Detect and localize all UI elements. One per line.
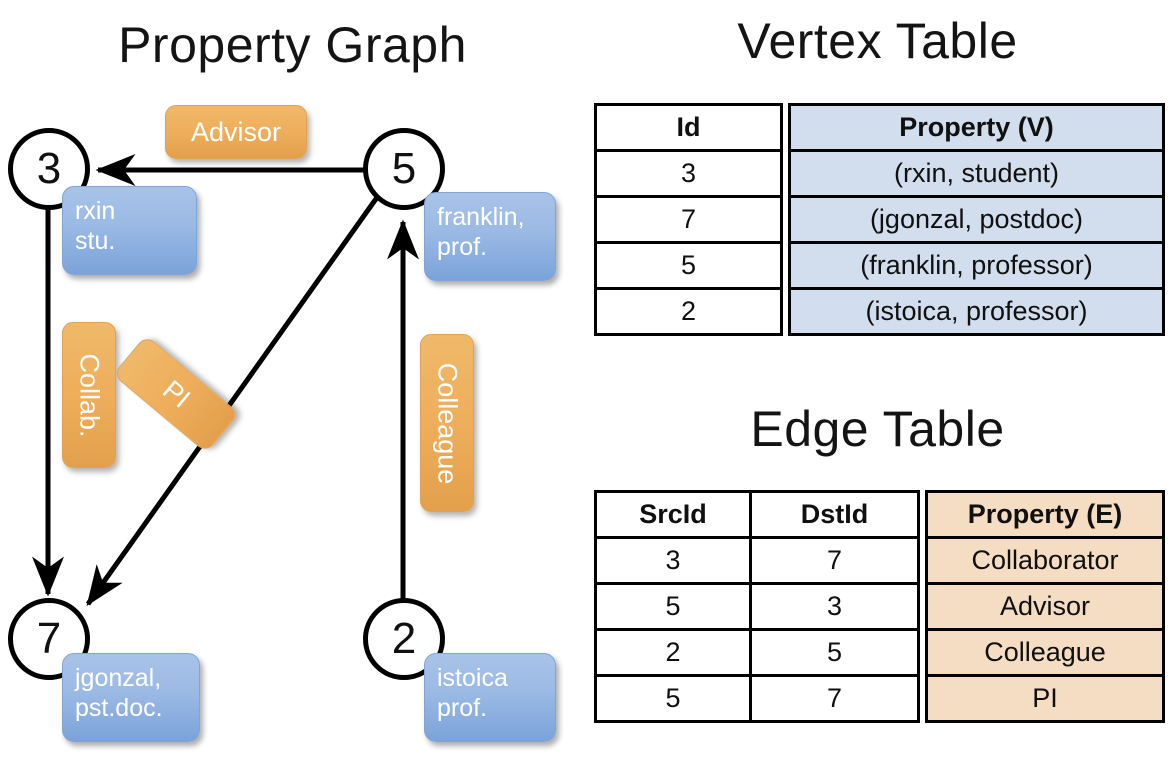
vertex-header-id: Id bbox=[594, 103, 783, 152]
vertex-property-box-3: rxin stu. bbox=[62, 186, 197, 275]
edge-label-pi-text: PI bbox=[156, 373, 196, 414]
edge-table-column-gap bbox=[919, 538, 927, 584]
vertex-table-column-gap bbox=[782, 243, 790, 289]
vertex-property-2-line1: istoica bbox=[437, 664, 508, 692]
edge-cell-dst: 5 bbox=[749, 628, 920, 677]
graph-node-5-label: 5 bbox=[391, 144, 417, 193]
vertex-property-box-7: jgonzal, pst.doc. bbox=[62, 653, 200, 742]
graph-node-2[interactable]: 2 bbox=[363, 598, 445, 680]
edge-cell-src: 2 bbox=[594, 628, 752, 677]
vertex-table-column-gap bbox=[782, 105, 790, 151]
vertex-table: Id Property (V) 3 (rxin, student) 7 (jgo… bbox=[594, 103, 1165, 336]
edge-cell-src: 5 bbox=[594, 674, 752, 723]
edge-cell-src: 5 bbox=[594, 582, 752, 631]
edge-table: SrcId DstId Property (E) 3 7 Collaborato… bbox=[594, 490, 1165, 723]
edge-header-dstid: DstId bbox=[749, 490, 920, 539]
edge-cell-dst: 7 bbox=[749, 536, 920, 585]
table-row: 5 (franklin, professor) bbox=[594, 241, 1165, 290]
vertex-cell-property: (franklin, professor) bbox=[788, 241, 1165, 290]
page-title-edge-table: Edge Table bbox=[750, 401, 1005, 457]
vertex-cell-id: 2 bbox=[594, 287, 783, 336]
vertex-table-column-gap bbox=[782, 197, 790, 243]
graph-node-2-label: 2 bbox=[391, 614, 417, 663]
vertex-table-column-gap bbox=[782, 289, 790, 335]
graph-node-3-label: 3 bbox=[36, 144, 62, 193]
vertex-cell-id: 3 bbox=[594, 149, 783, 198]
edge-cell-property: Advisor bbox=[925, 582, 1165, 631]
page-title-vertex-table: Vertex Table bbox=[737, 13, 1018, 69]
table-row: 2 (istoica, professor) bbox=[594, 287, 1165, 336]
vertex-property-7-line1: jgonzal, bbox=[75, 664, 162, 692]
edge-table-column-gap bbox=[919, 676, 927, 722]
vertex-property-box-5: franklin, prof. bbox=[424, 192, 556, 281]
graph-node-7-label: 7 bbox=[36, 614, 62, 663]
edge-header-srcid: SrcId bbox=[594, 490, 752, 539]
edge-label-collab-text: Collab. bbox=[74, 352, 105, 438]
edge-table-header-row: SrcId DstId Property (E) bbox=[594, 490, 1165, 539]
vertex-property-5-line2: prof. bbox=[437, 232, 488, 261]
table-row: 3 (rxin, student) bbox=[594, 149, 1165, 198]
vertex-cell-property: (jgonzal, postdoc) bbox=[788, 195, 1165, 244]
vertex-table-column-gap bbox=[782, 151, 790, 197]
graph-node-5[interactable]: 5 bbox=[363, 128, 445, 210]
table-row: 3 7 Collaborator bbox=[594, 536, 1165, 585]
page-title-property-graph: Property Graph bbox=[118, 17, 467, 73]
vertex-cell-property: (rxin, student) bbox=[788, 149, 1165, 198]
vertex-property-5-line1: franklin, bbox=[437, 203, 525, 231]
vertex-table-header-row: Id Property (V) bbox=[594, 103, 1165, 152]
edge-table-column-gap bbox=[919, 492, 927, 538]
edge-cell-src: 3 bbox=[594, 536, 752, 585]
edge-table-column-gap bbox=[919, 630, 927, 676]
edge-label-colleague-text: Colleague bbox=[432, 362, 463, 484]
edge-label-advisor: Advisor bbox=[165, 105, 307, 159]
vertex-cell-id: 7 bbox=[594, 195, 783, 244]
edge-5-to-7 bbox=[85, 194, 381, 607]
vertex-property-box-2: istoica prof. bbox=[424, 653, 556, 742]
edge-cell-dst: 3 bbox=[749, 582, 920, 631]
vertex-property-2-line2: prof. bbox=[437, 693, 488, 722]
table-row: 5 3 Advisor bbox=[594, 582, 1165, 631]
edge-label-advisor-text: Advisor bbox=[190, 116, 282, 147]
vertex-property-7-line2: pst.doc. bbox=[75, 693, 163, 722]
table-row: 5 7 PI bbox=[594, 674, 1165, 723]
table-row: 2 5 Colleague bbox=[594, 628, 1165, 677]
edge-label-colleague: Colleague bbox=[420, 334, 474, 512]
graph-edges-svg bbox=[32, 154, 419, 607]
edge-table-column-gap bbox=[919, 584, 927, 630]
edge-cell-property: Collaborator bbox=[925, 536, 1165, 585]
vertex-property-3-line1: rxin bbox=[75, 197, 116, 225]
vertex-cell-property: (istoica, professor) bbox=[788, 287, 1165, 336]
property-graph-panel: Property Graph 3 5 7 2 rxin stu. frankli… bbox=[8, 17, 556, 742]
edge-cell-property: PI bbox=[925, 674, 1165, 723]
vertex-cell-id: 5 bbox=[594, 241, 783, 290]
edge-cell-property: Colleague bbox=[925, 628, 1165, 677]
edge-header-property: Property (E) bbox=[925, 490, 1165, 539]
edge-cell-dst: 7 bbox=[749, 674, 920, 723]
table-row: 7 (jgonzal, postdoc) bbox=[594, 195, 1165, 244]
vertex-property-3-line2: stu. bbox=[75, 226, 116, 255]
vertex-header-property: Property (V) bbox=[788, 103, 1165, 152]
edge-label-collab: Collab. bbox=[62, 322, 116, 468]
